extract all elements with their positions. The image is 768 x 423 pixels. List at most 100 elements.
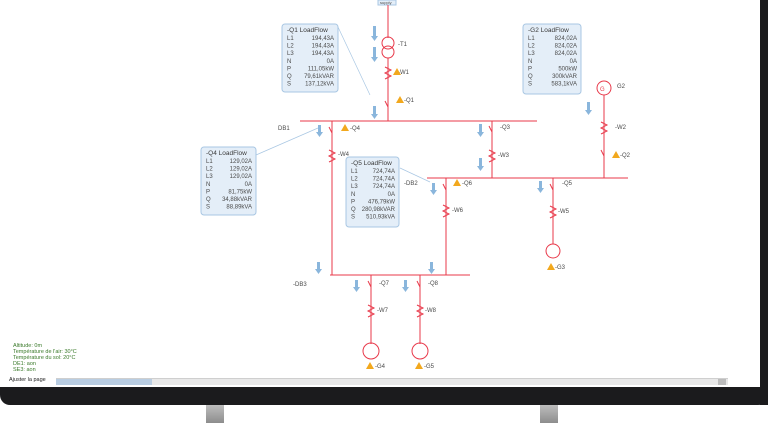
panel-title: -Q1 LoadFlow bbox=[287, 27, 328, 34]
panel-row-value: 0A bbox=[388, 192, 395, 198]
panel-row-label: S bbox=[287, 82, 291, 88]
generator-g3[interactable] bbox=[545, 243, 561, 259]
panel-row-value: 724,74A bbox=[373, 184, 395, 190]
cable-w4-symbol bbox=[327, 149, 337, 163]
flow-arrow-icon bbox=[353, 280, 360, 292]
environment-status: Altitude: 0m Température de l'air: 30°C … bbox=[13, 343, 133, 373]
label-q3: -Q3 bbox=[500, 125, 511, 131]
label-w3: -W3 bbox=[498, 153, 510, 159]
panel-row-label: L2 bbox=[206, 167, 213, 173]
panel-row-label: P bbox=[351, 199, 355, 205]
panel-row-label: P bbox=[528, 66, 532, 72]
leader-line-q1 bbox=[337, 26, 371, 96]
panel-row-label: N bbox=[206, 182, 210, 188]
panel-row-value: 34,88kVAR bbox=[222, 197, 253, 203]
warning-icon[interactable] bbox=[366, 362, 374, 369]
panel-row-value: 194,43A bbox=[312, 36, 334, 42]
status-line: Température du sol: 20°C bbox=[13, 355, 76, 361]
transformer-t1-winding-1[interactable] bbox=[381, 36, 395, 50]
warning-icon[interactable] bbox=[612, 151, 620, 158]
flow-arrow-icon bbox=[371, 106, 378, 119]
breaker-q6-symbol[interactable] bbox=[442, 183, 447, 191]
panel-row-value: 476,79kW bbox=[368, 199, 395, 205]
label-db3: -DB3 bbox=[293, 282, 307, 288]
panel-row-value: 194,43A bbox=[312, 51, 334, 57]
breaker-q8-symbol[interactable] bbox=[416, 280, 421, 288]
warning-icon[interactable] bbox=[415, 362, 423, 369]
panel-row-label: Q bbox=[206, 197, 211, 203]
flow-arrow-icon bbox=[315, 262, 322, 274]
panel-row-label: S bbox=[351, 215, 355, 221]
breaker-q2-symbol[interactable] bbox=[600, 149, 605, 157]
flow-arrow-icon bbox=[537, 181, 544, 193]
breaker-q4-symbol[interactable] bbox=[328, 126, 333, 134]
label-g3: -G3 bbox=[555, 265, 566, 271]
panel-row-label: L3 bbox=[351, 184, 358, 190]
label-q2: -Q2 bbox=[620, 153, 631, 159]
horizontal-scrollbar[interactable] bbox=[56, 378, 728, 385]
label-q6: -Q6 bbox=[462, 181, 473, 187]
status-line: Température de l'air: 30°C bbox=[13, 349, 77, 355]
label-w6: -W6 bbox=[452, 208, 464, 214]
panel-row-value: 280,98kVAR bbox=[362, 207, 396, 213]
scrollbar-thumb[interactable] bbox=[56, 379, 152, 385]
fit-page-button[interactable]: Ajuster la page bbox=[9, 377, 46, 383]
panel-background bbox=[200, 146, 257, 216]
monitor-bezel bbox=[760, 0, 768, 405]
scrollbar-right-button[interactable] bbox=[718, 379, 726, 385]
flow-arrow-icon bbox=[371, 47, 378, 62]
panel-row-value: 824,02A bbox=[555, 44, 577, 50]
label-g5: -G5 bbox=[424, 364, 435, 370]
single-line-diagram-window: supply -T1 -W1 -Q1 DB1 -Q4 -W4 -Q3 -W3 G… bbox=[0, 0, 768, 387]
warning-icon[interactable] bbox=[341, 124, 349, 131]
supply-tag[interactable] bbox=[377, 0, 397, 6]
breaker-q3-symbol[interactable] bbox=[488, 125, 493, 133]
label-q1: -Q1 bbox=[404, 98, 415, 104]
flow-arrow-icon bbox=[402, 280, 409, 292]
label-w8: -W8 bbox=[425, 308, 437, 314]
warning-icon[interactable] bbox=[396, 96, 404, 103]
breaker-q7-symbol[interactable] bbox=[367, 280, 372, 288]
generator-g5[interactable] bbox=[411, 342, 429, 360]
panel-row-value: 824,02A bbox=[555, 36, 577, 42]
panel-row-value: 583,1kVA bbox=[551, 82, 577, 88]
transformer-t1-winding-2[interactable] bbox=[381, 45, 395, 59]
cable-w5-symbol bbox=[548, 205, 558, 219]
label-q5: -Q5 bbox=[562, 181, 573, 187]
single-line-diagram[interactable]: supply -T1 -W1 -Q1 DB1 -Q4 -W4 -Q3 -W3 G… bbox=[0, 0, 768, 387]
panel-row-value: 129,02A bbox=[230, 174, 252, 180]
panel-row-label: S bbox=[528, 82, 532, 88]
cable-w8-symbol bbox=[415, 304, 425, 318]
panel-row-label: L2 bbox=[287, 44, 294, 50]
flow-arrow-icon bbox=[585, 102, 592, 115]
flow-arrow-icon bbox=[477, 158, 484, 171]
warning-icon[interactable] bbox=[393, 68, 401, 75]
generator-g4[interactable] bbox=[362, 342, 380, 360]
warning-icon[interactable] bbox=[453, 179, 461, 186]
status-line: SE3: aon bbox=[13, 367, 36, 373]
label-w1: -W1 bbox=[398, 70, 410, 76]
label-t1: -T1 bbox=[398, 42, 408, 48]
label-db1: DB1 bbox=[278, 126, 290, 132]
breaker-q1-symbol[interactable] bbox=[384, 100, 389, 108]
monitor-stand-left bbox=[206, 405, 224, 423]
cable-w6-symbol bbox=[441, 204, 451, 218]
panel-row-label: L3 bbox=[287, 51, 294, 57]
panel-row-label: L1 bbox=[206, 159, 213, 165]
breaker-q5-symbol[interactable] bbox=[549, 183, 554, 191]
label-w7: -W7 bbox=[377, 308, 389, 314]
warning-icon[interactable] bbox=[547, 263, 555, 270]
flow-arrow-icon bbox=[371, 26, 378, 41]
panel-row-label: L1 bbox=[351, 169, 358, 175]
flow-arrow-icon bbox=[428, 262, 435, 274]
label-g2: G2 bbox=[617, 84, 626, 90]
panel-row-value: 129,02A bbox=[230, 167, 252, 173]
panel-row-label: L3 bbox=[528, 51, 535, 57]
panel-row-label: L1 bbox=[287, 36, 294, 42]
panel-title: -G2 LoadFlow bbox=[528, 27, 569, 34]
monitor-stand-right bbox=[540, 405, 558, 423]
